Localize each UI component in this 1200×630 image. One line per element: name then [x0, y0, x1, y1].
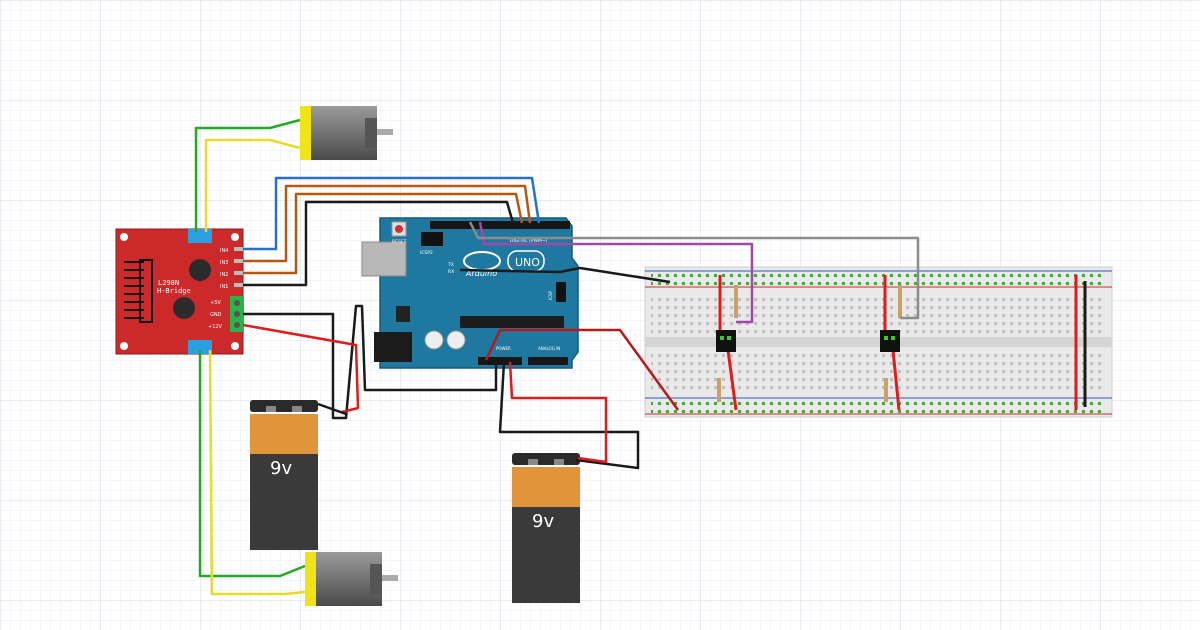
wire-black-in1 [243, 200, 515, 287]
icsp2-label: ICSP2 [420, 250, 433, 256]
battery-left-label: 9v [270, 458, 292, 479]
capacitor-1 [424, 330, 444, 350]
analog-header [528, 357, 568, 365]
battery-right-label: 9v [532, 511, 554, 532]
battery-right: 9v [512, 453, 580, 603]
pin-in4-label: IN4 [220, 248, 228, 254]
battery-left: 9v [250, 400, 318, 550]
arduino-board: RESET ICSP2 DIGITAL (PWM~) Arduino UNO T… [361, 217, 579, 369]
wire-green-top-motor [194, 118, 301, 232]
ir-sensor-1 [716, 275, 738, 411]
wire-red-12v [242, 323, 360, 414]
power-jack [374, 332, 412, 362]
top-motor [300, 106, 393, 160]
pin-5v-label: +5V [210, 300, 221, 306]
wire-yellow-top-motor [204, 138, 301, 232]
reset-label: RESET [392, 239, 407, 245]
digital-label: DIGITAL (PWM~) [510, 238, 548, 244]
tx-label: TX [447, 262, 454, 268]
motor-b-terminal [188, 340, 212, 354]
wire-green-bottom-motor [198, 350, 306, 578]
wire-purple-sensor1 [478, 221, 754, 324]
rx-label: RX [448, 269, 454, 275]
icsp-label: ICSP [548, 290, 553, 300]
hbridge-title: L298N [158, 279, 179, 287]
wire-orange-in2 [243, 192, 524, 275]
wire-black-gnd [243, 304, 498, 420]
ir-sensor-2 [880, 275, 902, 411]
pin-in2-label: IN2 [220, 272, 228, 278]
bottom-motor [305, 552, 398, 606]
wire-yellow-bottom-motor [208, 349, 306, 596]
capacitor-2 [446, 330, 466, 350]
hbridge-subtitle: H-Bridge [157, 287, 191, 295]
digital-header [430, 221, 570, 229]
wire-black-gnd-bb [459, 266, 671, 284]
pin-12v-label: +12V [208, 324, 223, 330]
power-header [478, 357, 522, 365]
wire-brown-in3 [243, 184, 532, 263]
wire-blue-in4 [243, 176, 541, 251]
microcontroller-chip [460, 316, 564, 328]
wire-red-5v-bb [484, 328, 680, 411]
power-label: POWER [496, 346, 511, 351]
usb-port [361, 241, 407, 277]
wire-black-battery-left [317, 402, 347, 416]
wire-gray-sensor2 [468, 221, 920, 320]
l298n-module: L298N H-Bridge IN4 IN3 IN2 IN1 +5V GND +… [115, 228, 244, 355]
analog-label: ANALOG IN [538, 346, 560, 351]
pin-in1-label: IN1 [220, 284, 228, 290]
pin-in3-label: IN3 [220, 260, 228, 266]
breadboard [644, 266, 1113, 418]
wires [194, 118, 920, 596]
motor-a-terminal [188, 229, 212, 243]
arduino-model: UNO [515, 256, 540, 269]
arduino-brand: Arduino [465, 269, 497, 278]
wire-black-battery-right [498, 361, 640, 470]
pin-gnd-label: GND [210, 312, 222, 318]
wire-red-battery-right [508, 361, 608, 464]
